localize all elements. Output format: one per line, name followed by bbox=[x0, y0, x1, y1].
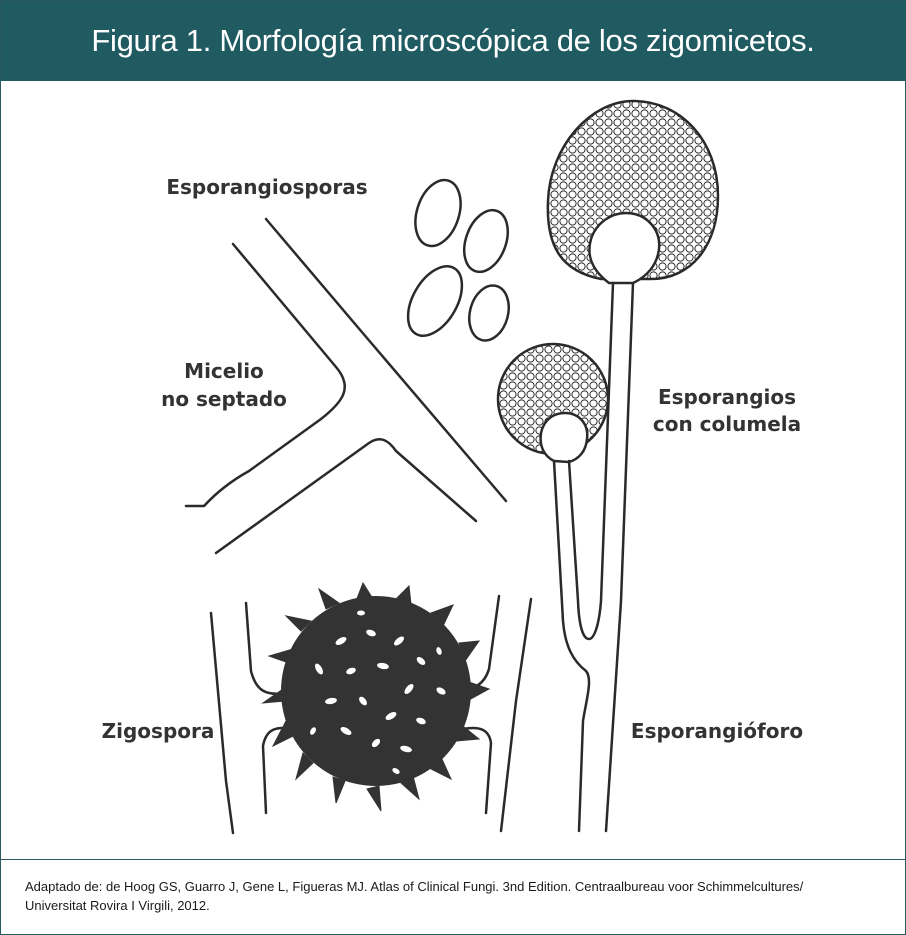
label-esporangios-line2: con columela bbox=[653, 412, 801, 436]
sporangiospore-4 bbox=[468, 284, 510, 342]
zygospore-wall-pits bbox=[310, 610, 446, 774]
sporangiospore-1 bbox=[414, 178, 462, 248]
caption-line-1: Adaptado de: de Hoog GS, Guarro J, Gene … bbox=[25, 879, 804, 894]
columella-small bbox=[539, 411, 589, 464]
label-esporangiosporas: Esporangiosporas bbox=[166, 175, 367, 199]
label-esporangioforo: Esporangióforo bbox=[631, 719, 803, 743]
figure-header: Figura 1. Morfología microscópica de los… bbox=[1, 1, 905, 81]
zygospore-spines bbox=[261, 581, 491, 812]
sporangiophore bbox=[552, 281, 635, 833]
label-micelio-line1: Micelio bbox=[184, 359, 264, 383]
caption-divider bbox=[1, 859, 905, 860]
sporangiospores bbox=[406, 178, 510, 342]
figure-caption: Adaptado de: de Hoog GS, Guarro J, Gene … bbox=[25, 877, 887, 915]
caption-line-2: Universitat Rovira I Virgili, 2012. bbox=[25, 898, 210, 913]
label-zigospora: Zigospora bbox=[102, 719, 215, 743]
label-micelio-line2: no septado bbox=[161, 387, 287, 411]
columella-large bbox=[588, 211, 661, 285]
zygospore bbox=[209, 581, 533, 835]
sporangium-large bbox=[546, 99, 720, 285]
sporangiospore-2 bbox=[463, 208, 509, 274]
sporangium-small bbox=[496, 342, 610, 464]
zygomycete-illustration: Esporangiosporas Micelio no septado Espo… bbox=[102, 99, 803, 835]
figure-title: Figura 1. Morfología microscópica de los… bbox=[91, 23, 815, 58]
sporangiospore-3 bbox=[406, 265, 464, 337]
label-esporangios-line1: Esporangios bbox=[658, 385, 796, 409]
mycelium-hyphae bbox=[184, 217, 508, 555]
